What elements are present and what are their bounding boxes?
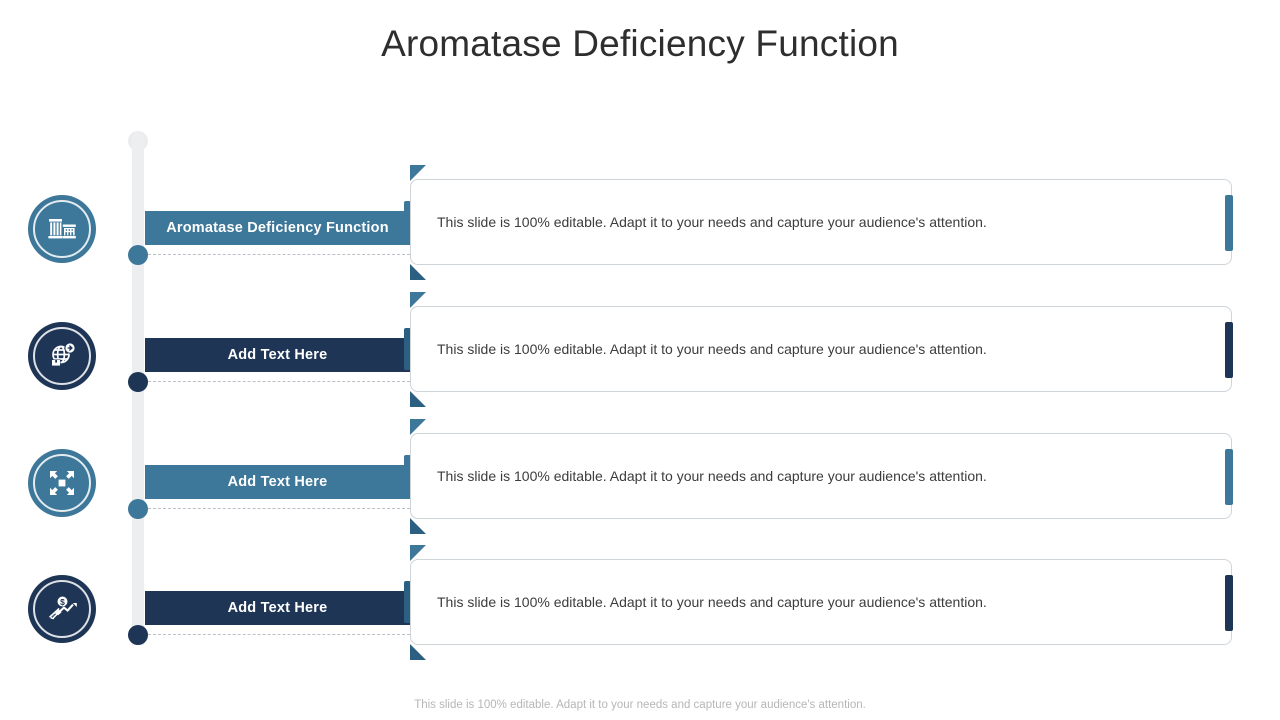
card-corner-triangle-top-1: [410, 165, 426, 181]
growth-chart-dollar-icon: $: [28, 575, 96, 643]
timeline-dot-4: [128, 625, 148, 645]
card-corner-triangle-top-3: [410, 419, 426, 435]
content-card-text-4: This slide is 100% editable. Adapt it to…: [437, 593, 987, 610]
timeline-row-2[interactable]: Add Text Here This slide is 100% editabl…: [0, 292, 1280, 420]
card-left-stub-3: [404, 455, 411, 497]
connector-line-4: [148, 634, 410, 635]
card-corner-triangle-bottom-4: [410, 644, 426, 660]
expand-arrows-icon: [28, 449, 96, 517]
content-card-1[interactable]: This slide is 100% editable. Adapt it to…: [410, 179, 1232, 265]
content-card-4[interactable]: This slide is 100% editable. Adapt it to…: [410, 559, 1232, 645]
row-label-1[interactable]: Aromatase Deficiency Function: [145, 211, 410, 245]
row-label-3[interactable]: Add Text Here: [145, 465, 410, 499]
row-label-text-3: Add Text Here: [227, 474, 328, 490]
card-corner-triangle-bottom-2: [410, 391, 426, 407]
icon-ring: [33, 454, 91, 512]
card-corner-triangle-top-4: [410, 545, 426, 561]
card-corner-triangle-bottom-1: [410, 264, 426, 280]
row-label-text-2: Add Text Here: [227, 347, 328, 363]
connector-line-1: [148, 254, 410, 255]
card-corner-triangle-bottom-3: [410, 518, 426, 534]
card-left-stub-4: [404, 581, 411, 623]
icon-ring: [33, 580, 91, 638]
globe-delivery-icon: [28, 322, 96, 390]
icon-ring: [33, 200, 91, 258]
card-right-accent-3: [1225, 449, 1233, 505]
card-right-accent-2: [1225, 322, 1233, 378]
timeline-row-4[interactable]: $ Add Text Here This slide is 100% edita…: [0, 545, 1280, 673]
card-right-accent-1: [1225, 195, 1233, 251]
card-right-accent-4: [1225, 575, 1233, 631]
card-left-stub-2: [404, 328, 411, 370]
icon-ring: [33, 327, 91, 385]
connector-line-2: [148, 381, 410, 382]
bank-building-icon: [28, 195, 96, 263]
row-label-2[interactable]: Add Text Here: [145, 338, 410, 372]
connector-line-3: [148, 508, 410, 509]
slide-footer-note: This slide is 100% editable. Adapt it to…: [414, 699, 866, 711]
row-label-text-4: Add Text Here: [227, 600, 328, 616]
timeline-row-3[interactable]: Add Text Here This slide is 100% editabl…: [0, 419, 1280, 547]
card-corner-triangle-top-2: [410, 292, 426, 308]
timeline-row-1[interactable]: Aromatase Deficiency Function This slide…: [0, 165, 1280, 293]
page-title: Aromatase Deficiency Function: [381, 23, 899, 64]
row-label-text-1: Aromatase Deficiency Function: [166, 220, 389, 236]
content-card-2[interactable]: This slide is 100% editable. Adapt it to…: [410, 306, 1232, 392]
timeline-dot-1: [128, 245, 148, 265]
content-card-text-3: This slide is 100% editable. Adapt it to…: [437, 467, 987, 484]
timeline-dot-3: [128, 499, 148, 519]
content-card-3[interactable]: This slide is 100% editable. Adapt it to…: [410, 433, 1232, 519]
timeline-dot-2: [128, 372, 148, 392]
svg-text:$: $: [60, 597, 65, 607]
card-left-stub-1: [404, 201, 411, 243]
content-card-text-1: This slide is 100% editable. Adapt it to…: [437, 213, 987, 230]
row-label-4[interactable]: Add Text Here: [145, 591, 410, 625]
content-card-text-2: This slide is 100% editable. Adapt it to…: [437, 340, 987, 357]
